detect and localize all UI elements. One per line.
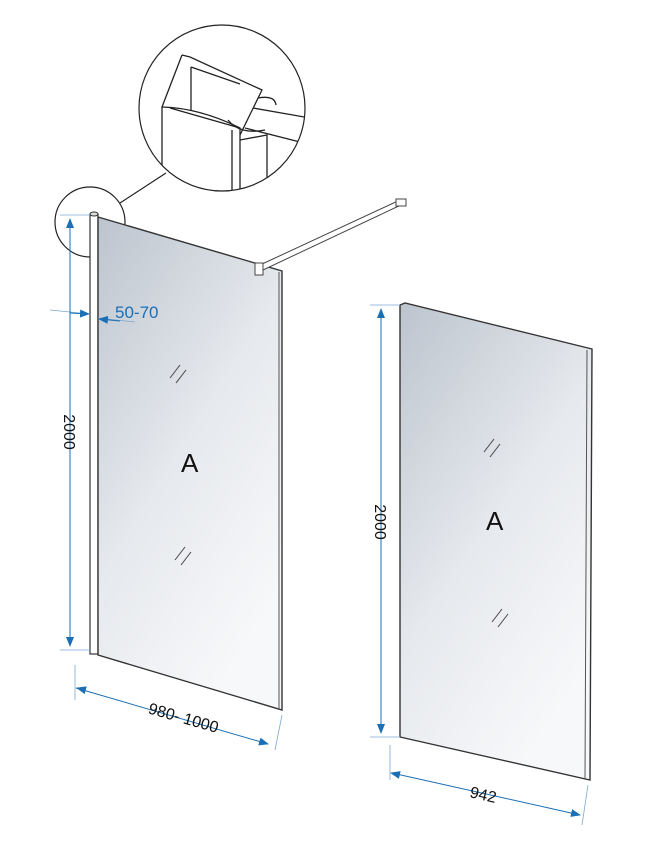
stabilizer-bar	[254, 198, 407, 276]
panel-label: A	[486, 506, 504, 536]
height-dimension: 2000	[371, 504, 388, 540]
callout-leader-line	[119, 172, 167, 204]
profile-detail-callout	[54, 24, 306, 258]
panel-right: A 2000 942	[370, 302, 593, 826]
panel-label: A	[181, 448, 199, 478]
panel-left: A 2000 50-70 980- 1000	[49, 198, 407, 751]
glass-reflection-icon	[483, 438, 509, 628]
glass-reflection-icon	[169, 364, 192, 566]
width-dimension: 980- 1000	[146, 701, 220, 737]
width-dimension: 942	[468, 784, 498, 807]
height-dimension: 2000	[60, 414, 77, 450]
glass-panel	[97, 216, 283, 711]
wall-profile	[89, 213, 99, 655]
glass-panel	[399, 302, 593, 781]
post-dimension: 50-70	[115, 303, 158, 322]
